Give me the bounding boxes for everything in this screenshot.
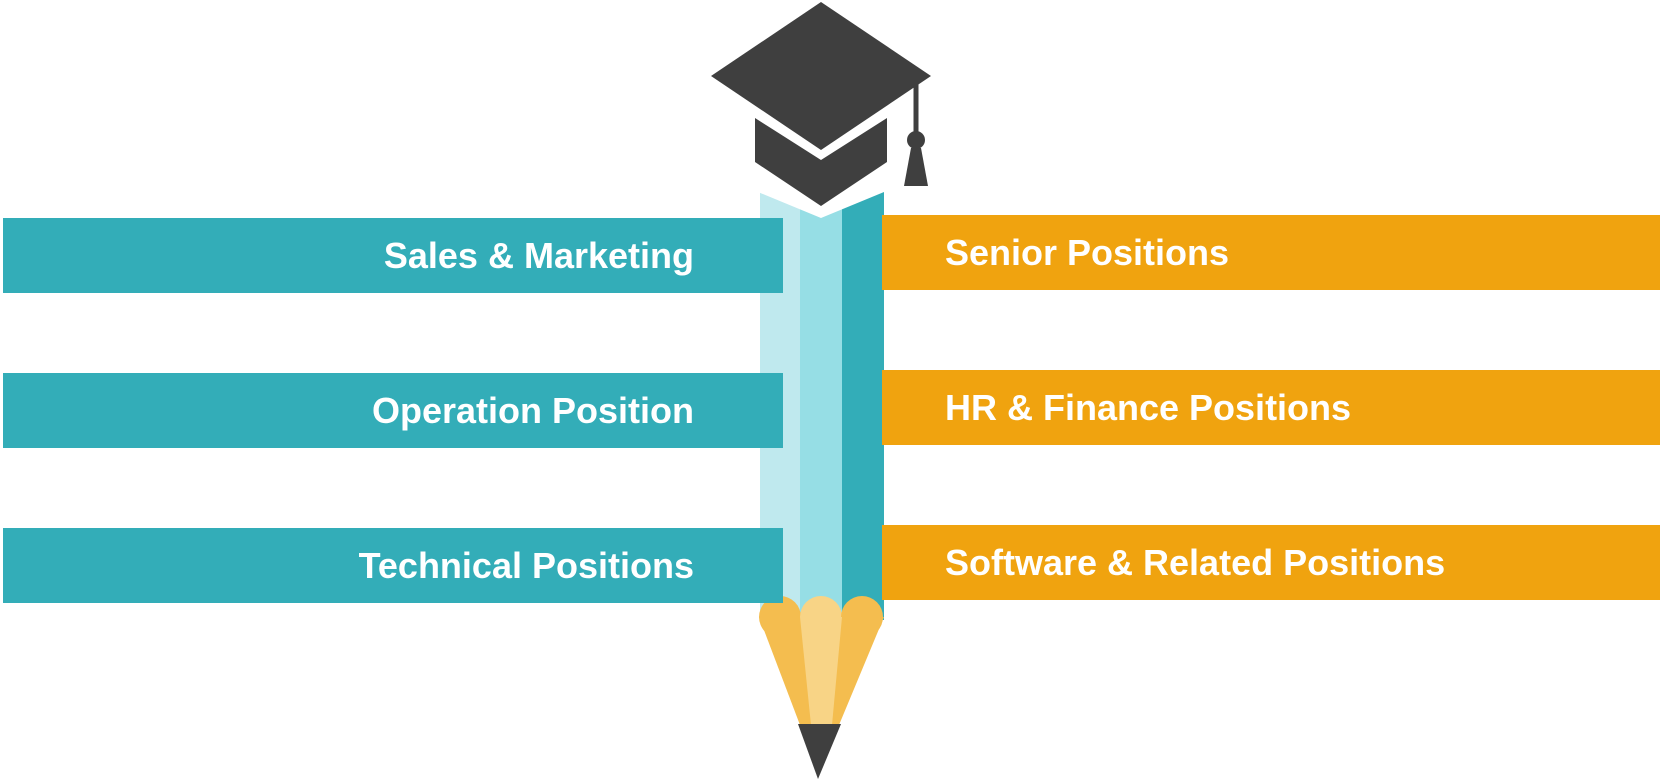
tassel-knot xyxy=(907,131,925,149)
band-operation-position: Operation Position xyxy=(3,373,783,448)
pencil-wood-inner xyxy=(800,617,842,725)
cap-base xyxy=(755,118,887,206)
band-senior-positions: Senior Positions xyxy=(882,215,1660,290)
band-label: Software & Related Positions xyxy=(945,541,1446,583)
pencil-lead-tip xyxy=(798,724,841,779)
graduation-cap-icon xyxy=(711,2,931,218)
tassel-end xyxy=(904,148,928,186)
band-label: Technical Positions xyxy=(358,544,694,586)
band-label: Sales & Marketing xyxy=(383,234,694,276)
band-sales-marketing: Sales & Marketing xyxy=(3,218,783,293)
pencil-body-mid xyxy=(800,192,843,620)
band-technical-positions: Technical Positions xyxy=(3,528,783,603)
pencil-icon xyxy=(759,192,884,779)
band-software-related-positions: Software & Related Positions xyxy=(882,525,1660,600)
band-label: HR & Finance Positions xyxy=(945,386,1352,428)
cap-board xyxy=(711,2,931,150)
band-label: Senior Positions xyxy=(945,231,1230,273)
pencil-body-dark xyxy=(842,192,884,620)
band-label: Operation Position xyxy=(371,389,694,431)
band-hr-finance-positions: HR & Finance Positions xyxy=(882,370,1660,445)
